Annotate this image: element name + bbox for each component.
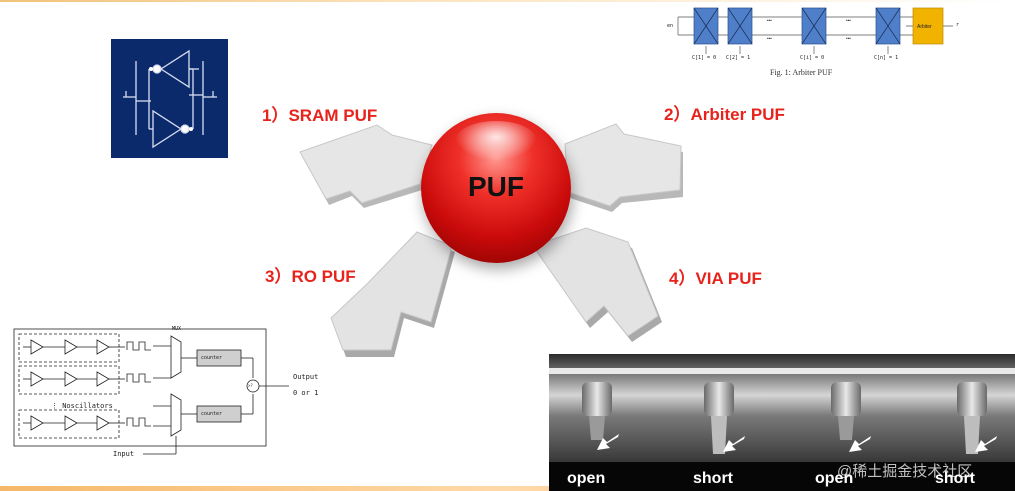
ro-compare-label: >?: [248, 383, 253, 388]
arbiter-block-label: Arbiter: [917, 24, 932, 30]
arrow-via: [532, 227, 662, 342]
via-sem-image: open short open short: [549, 354, 1015, 491]
arbiter-input-label: en: [667, 23, 674, 29]
arrow-sram: [299, 124, 434, 208]
sram-cell-diagram: [111, 39, 228, 158]
ro-output-line2: 0 or 1: [293, 389, 319, 397]
watermark: @稀土掘金技术社区: [837, 463, 973, 480]
label-arbiter-puf: 2）Arbiter PUF: [664, 105, 785, 124]
via-plugs: [582, 382, 987, 454]
sphere-highlight: [455, 121, 537, 161]
via-pointer-arrows: [597, 434, 997, 452]
arbiter-challenge-2: C[2] = 1: [726, 55, 751, 61]
ro-puf-figure: MUX counter counter >? Output 0 or 1 ⋮ N…: [13, 326, 343, 458]
arbiter-dots-4: …: [846, 32, 851, 41]
arbiter-output-label: r: [956, 22, 960, 28]
ro-counter-bottom: counter: [201, 411, 223, 417]
top-accent-bar: [0, 0, 1015, 2]
ro-output-line1: Output: [293, 373, 319, 381]
via-label-open-1: open: [567, 470, 606, 487]
arbiter-challenge-4: C[n] = 1: [874, 55, 899, 61]
label-via-puf: 4）VIA PUF: [669, 269, 762, 288]
arbiter-dots-1: …: [767, 14, 772, 23]
puf-sphere: PUF: [421, 113, 571, 263]
ro-counter-top: counter: [201, 355, 223, 361]
arbiter-dots-3: …: [846, 14, 851, 23]
via-label-short-2: short: [935, 470, 975, 487]
puf-center-label: PUF: [468, 171, 524, 202]
ro-mux-label: MUX: [172, 326, 182, 332]
arbiter-stages: [693, 7, 901, 45]
ro-input-label: Input: [113, 450, 135, 458]
arrow-arbiter: [564, 123, 683, 212]
bottom-accent-bar: [0, 486, 1015, 491]
via-label-open-2: open: [815, 470, 854, 487]
arbiter-puf-figure: en Arbiter r … … … … C[1] = 0 C[2] = 1 C…: [666, 4, 966, 80]
arrow-ro: [330, 231, 455, 357]
arbiter-challenge-3: C[i] = 0: [800, 55, 825, 61]
via-label-short-1: short: [693, 470, 733, 487]
arbiter-block: [912, 7, 944, 45]
arbiter-dots-2: …: [767, 32, 772, 41]
label-ro-puf: 3）RO PUF: [265, 267, 356, 286]
label-sram-puf: 1）SRAM PUF: [262, 106, 378, 125]
arbiter-challenge-1: C[1] = 0: [692, 55, 717, 61]
arbiter-figure-caption: Fig. 1: Arbiter PUF: [770, 68, 833, 77]
ro-oscillators-label: ⋮ Noscillators: [51, 402, 113, 410]
